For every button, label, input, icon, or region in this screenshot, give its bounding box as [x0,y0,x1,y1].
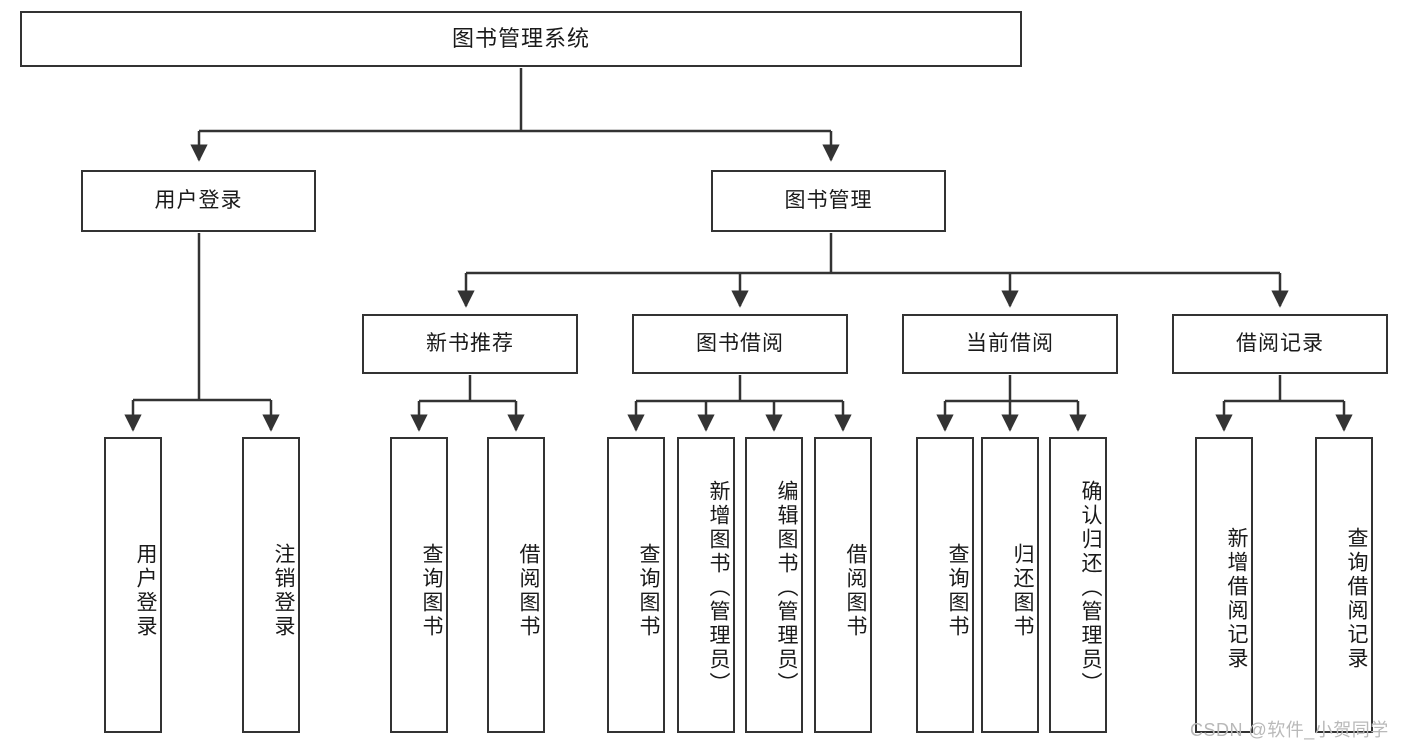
node-label: 查询借阅记录 [1345,527,1368,671]
node-label: 确认归还（管理员） [1079,480,1102,696]
node-new-book-recommend[interactable]: 新书推荐 [362,314,578,374]
node-label: 新增图书（管理员） [707,480,730,696]
node-label: 编辑图书（管理员） [775,480,798,696]
leaf-borrow-record-add-record[interactable]: 新增借阅记录 [1195,437,1253,733]
leaf-book-borrow-add-book-admin[interactable]: 新增图书（管理员） [677,437,735,733]
leaf-borrow-record-query-record[interactable]: 查询借阅记录 [1315,437,1373,733]
leaf-user-login-login[interactable]: 用户登录 [104,437,162,733]
node-current-borrow[interactable]: 当前借阅 [902,314,1118,374]
leaf-new-book-borrow-book[interactable]: 借阅图书 [487,437,545,733]
leaf-book-borrow-edit-book-admin[interactable]: 编辑图书（管理员） [745,437,803,733]
leaf-current-borrow-confirm-return-admin[interactable]: 确认归还（管理员） [1049,437,1107,733]
node-label: 新增借阅记录 [1225,527,1248,671]
csdn-watermark: CSDN @软件_小贺同学 [1190,720,1389,740]
node-label: 借阅记录 [1236,332,1324,356]
node-label: 当前借阅 [966,332,1054,356]
node-label: 新书推荐 [426,332,514,356]
node-label: 查询图书 [637,543,660,639]
node-label: 注销登录 [272,543,295,639]
leaf-new-book-query-book[interactable]: 查询图书 [390,437,448,733]
node-label: 用户登录 [154,189,243,213]
node-label: 图书管理 [784,189,873,213]
leaf-book-borrow-query-book[interactable]: 查询图书 [607,437,665,733]
leaf-user-login-logout[interactable]: 注销登录 [242,437,300,733]
node-root-system[interactable]: 图书管理系统 [20,11,1022,67]
node-label: 借阅图书 [517,543,540,639]
node-borrow-record[interactable]: 借阅记录 [1172,314,1388,374]
node-label: 归还图书 [1011,543,1034,639]
node-book-borrow[interactable]: 图书借阅 [632,314,848,374]
node-label: 用户登录 [134,543,157,639]
node-label: 借阅图书 [844,543,867,639]
node-label: 查询图书 [946,543,969,639]
node-user-login[interactable]: 用户登录 [81,170,316,232]
node-label: 图书借阅 [696,332,784,356]
node-label: 图书管理系统 [451,25,590,51]
leaf-current-borrow-query-book[interactable]: 查询图书 [916,437,974,733]
leaf-current-borrow-return-book[interactable]: 归还图书 [981,437,1039,733]
node-label: 查询图书 [420,543,443,639]
leaf-book-borrow-borrow-book[interactable]: 借阅图书 [814,437,872,733]
node-book-management[interactable]: 图书管理 [711,170,946,232]
